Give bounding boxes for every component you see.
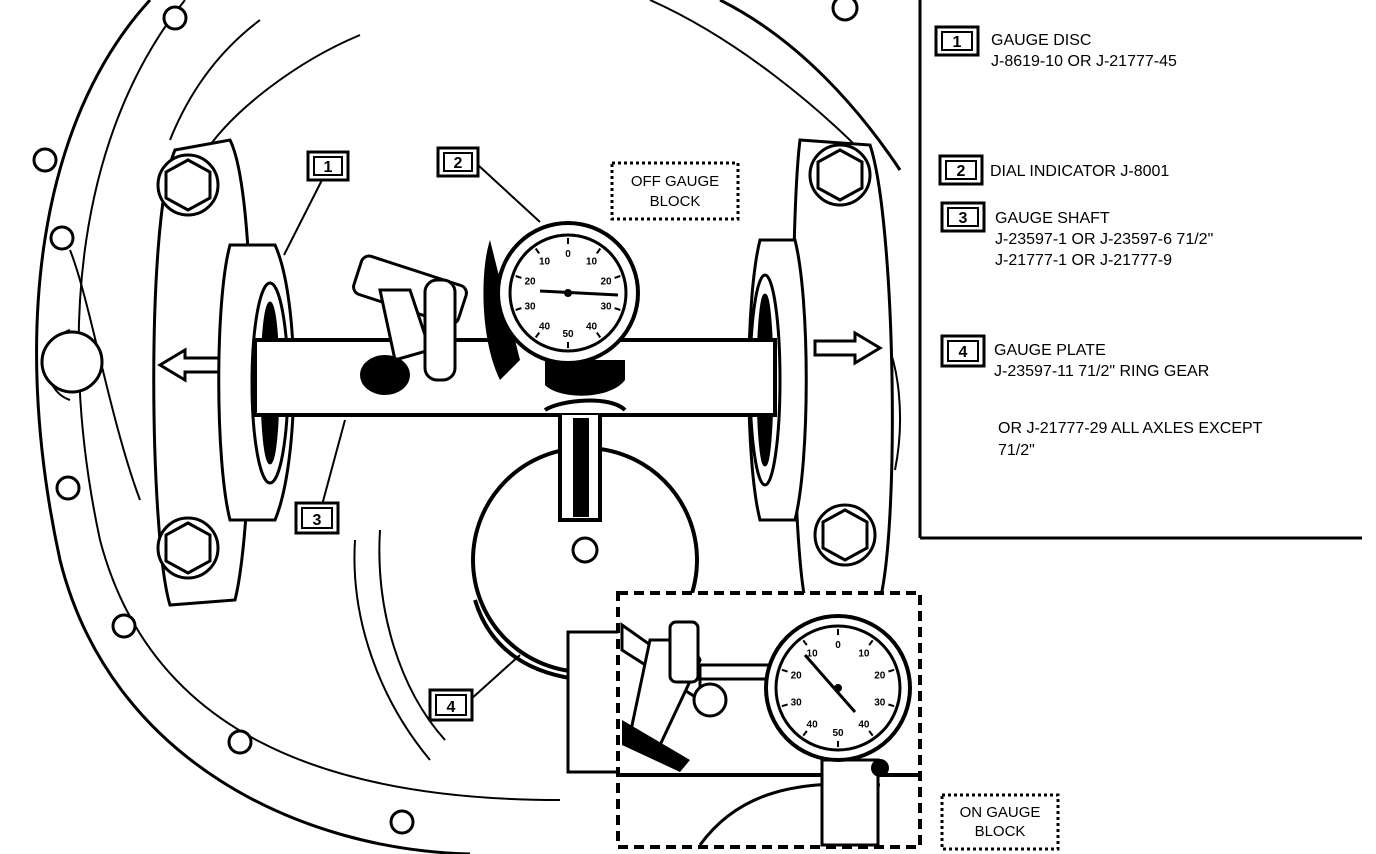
- dial-numeral: 0: [565, 249, 571, 260]
- dial-numeral: 10: [858, 648, 870, 659]
- dial-numeral: 40: [539, 321, 551, 332]
- dial-numeral: 30: [791, 698, 803, 709]
- legend-line: J-21777-1 OR J-21777-9: [995, 252, 1172, 269]
- callout-number: 3: [313, 512, 322, 529]
- legend-line: GAUGE PLATE: [994, 342, 1106, 359]
- dial-tick: [595, 247, 602, 254]
- legend-item-4: 4 GAUGE PLATE J-23597-11 71/2" RING GEAR: [940, 334, 1209, 380]
- dial-tick: [614, 307, 621, 311]
- dial-numeral: 30: [874, 698, 886, 709]
- legend-extra-line: 71/2": [998, 442, 1035, 459]
- legend-extra-line: OR J-21777-29 ALL AXLES EXCEPT: [998, 420, 1263, 437]
- legend-number: 4: [959, 344, 968, 361]
- dial-numeral: 30: [600, 301, 612, 312]
- dial-tick: [515, 275, 522, 279]
- dial-tick: [888, 668, 895, 673]
- dial-numeral: 10: [586, 257, 598, 268]
- legend-panel: 1 GAUGE DISC J-8619-10 OR J-21777-45 2 D…: [918, 0, 1362, 540]
- dial-numeral: 20: [524, 277, 536, 288]
- dial-numeral: 50: [832, 728, 844, 739]
- dial-numeral: 40: [858, 720, 870, 731]
- legend-number: 3: [959, 210, 968, 227]
- legend-line: GAUGE SHAFT: [995, 210, 1110, 227]
- differential-housing: [35, 0, 902, 854]
- dial-tick: [781, 668, 788, 673]
- dial-numeral: 40: [807, 720, 819, 731]
- off-gauge-block-note: OFF GAUGE BLOCK: [610, 161, 740, 221]
- dial-tick: [614, 275, 621, 279]
- legend-line: J-8619-10 OR J-21777-45: [991, 53, 1177, 70]
- dial-numeral: 50: [562, 329, 574, 340]
- housing-fill-plug: [40, 330, 104, 394]
- callout-4: 4: [428, 654, 521, 722]
- dial-tick: [534, 332, 541, 339]
- dial-tick: [868, 639, 874, 646]
- callout-2: 2: [436, 146, 541, 223]
- dial-numeral: 20: [600, 277, 612, 288]
- dial-tick: [515, 307, 522, 311]
- legend-number: 2: [957, 163, 966, 180]
- inset-on-gauge-block: 0 10 20 30 40 50 40 30 20 10: [566, 591, 922, 849]
- callout-3: 3: [294, 419, 346, 535]
- callout-number: 1: [324, 159, 333, 176]
- dial-tick: [868, 730, 874, 737]
- dial-tick: [534, 247, 541, 254]
- legend-line: J-23597-1 OR J-23597-6 71/2": [995, 231, 1213, 248]
- dial-numeral: 20: [791, 670, 803, 681]
- dial-numeral: 10: [539, 257, 551, 268]
- on-gauge-line-2: BLOCK: [975, 823, 1026, 840]
- dial-numeral: 10: [807, 648, 819, 659]
- callout-1: 1: [283, 150, 350, 256]
- dial-tick: [595, 332, 602, 339]
- legend-number: 1: [953, 34, 962, 51]
- dial-numeral: 30: [524, 301, 536, 312]
- legend-line: DIAL INDICATOR J-8001: [990, 163, 1169, 180]
- right-bearing-cap: [791, 138, 894, 602]
- housing-bolt-holes: [32, 0, 896, 835]
- dial-tick: [802, 639, 808, 646]
- off-gauge-line-1: OFF GAUGE: [631, 173, 719, 190]
- on-gauge-line-1: ON GAUGE: [960, 804, 1041, 821]
- off-gauge-line-2: BLOCK: [650, 193, 701, 210]
- legend-item-2: 2 DIAL INDICATOR J-8001: [938, 154, 1169, 186]
- callout-number: 2: [454, 155, 463, 172]
- dial-tick: [781, 703, 788, 708]
- dial-tick: [888, 703, 895, 708]
- legend-line: GAUGE DISC: [991, 32, 1091, 49]
- dial-numeral: 0: [835, 640, 841, 651]
- callout-number: 4: [447, 699, 456, 716]
- dial-tick: [802, 730, 808, 737]
- legend-line: J-23597-11 71/2" RING GEAR: [994, 363, 1209, 380]
- gauge-shaft: [253, 338, 777, 522]
- on-gauge-block-note: ON GAUGE BLOCK: [940, 793, 1060, 851]
- dial-numeral: 20: [874, 670, 886, 681]
- legend-item-3: 3 GAUGE SHAFT J-23597-1 OR J-23597-6 71/…: [940, 201, 1213, 269]
- legend-item-1: 1 GAUGE DISC J-8619-10 OR J-21777-45: [934, 25, 1177, 70]
- dial-numeral: 40: [586, 321, 598, 332]
